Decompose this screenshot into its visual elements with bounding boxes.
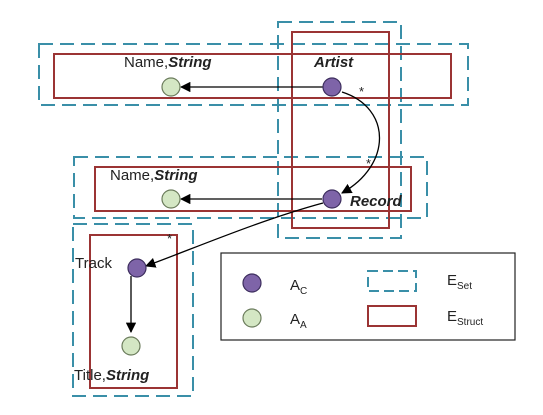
record-name-node bbox=[161, 189, 181, 209]
artist-name-label: Name,String bbox=[124, 54, 212, 71]
track-struct-box bbox=[89, 234, 178, 389]
artist-record-multiplicity: * bbox=[359, 84, 364, 99]
artist-label: Artist bbox=[313, 54, 354, 71]
track-node bbox=[127, 258, 147, 278]
record-label: Record bbox=[350, 193, 403, 210]
legend: AC AA ESet EStruct bbox=[220, 252, 516, 341]
artist-name-node bbox=[161, 77, 181, 97]
artist-record-struct-box bbox=[291, 31, 390, 229]
record-name-label: Name,String bbox=[110, 167, 198, 184]
legend-atomic-label: AA bbox=[290, 311, 307, 331]
record-struct-box bbox=[94, 166, 412, 212]
record-node bbox=[322, 189, 342, 209]
legend-set-label: ESet bbox=[447, 272, 472, 292]
artist-node bbox=[322, 77, 342, 97]
legend-struct-label: EStruct bbox=[447, 308, 483, 328]
record-track-edge bbox=[145, 202, 324, 268]
legend-frame bbox=[220, 252, 516, 341]
record-track-multiplicity: * bbox=[167, 231, 172, 246]
artist-struct-box bbox=[53, 53, 452, 99]
legend-atomic-icon bbox=[242, 308, 262, 328]
legend-composite-label: AC bbox=[290, 277, 307, 297]
legend-composite-icon bbox=[242, 273, 262, 293]
legend-set-icon bbox=[367, 270, 417, 292]
legend-struct-icon bbox=[367, 305, 417, 327]
record-set-box bbox=[73, 156, 428, 219]
artist-corner-multiplicity: * bbox=[366, 156, 371, 171]
artist-record-edge bbox=[341, 91, 380, 194]
artist-record-set-box bbox=[277, 21, 402, 239]
track-label: Track bbox=[75, 255, 112, 272]
track-title-label: Title,String bbox=[74, 367, 149, 384]
artist-set-box bbox=[38, 43, 469, 106]
track-title-node bbox=[121, 336, 141, 356]
